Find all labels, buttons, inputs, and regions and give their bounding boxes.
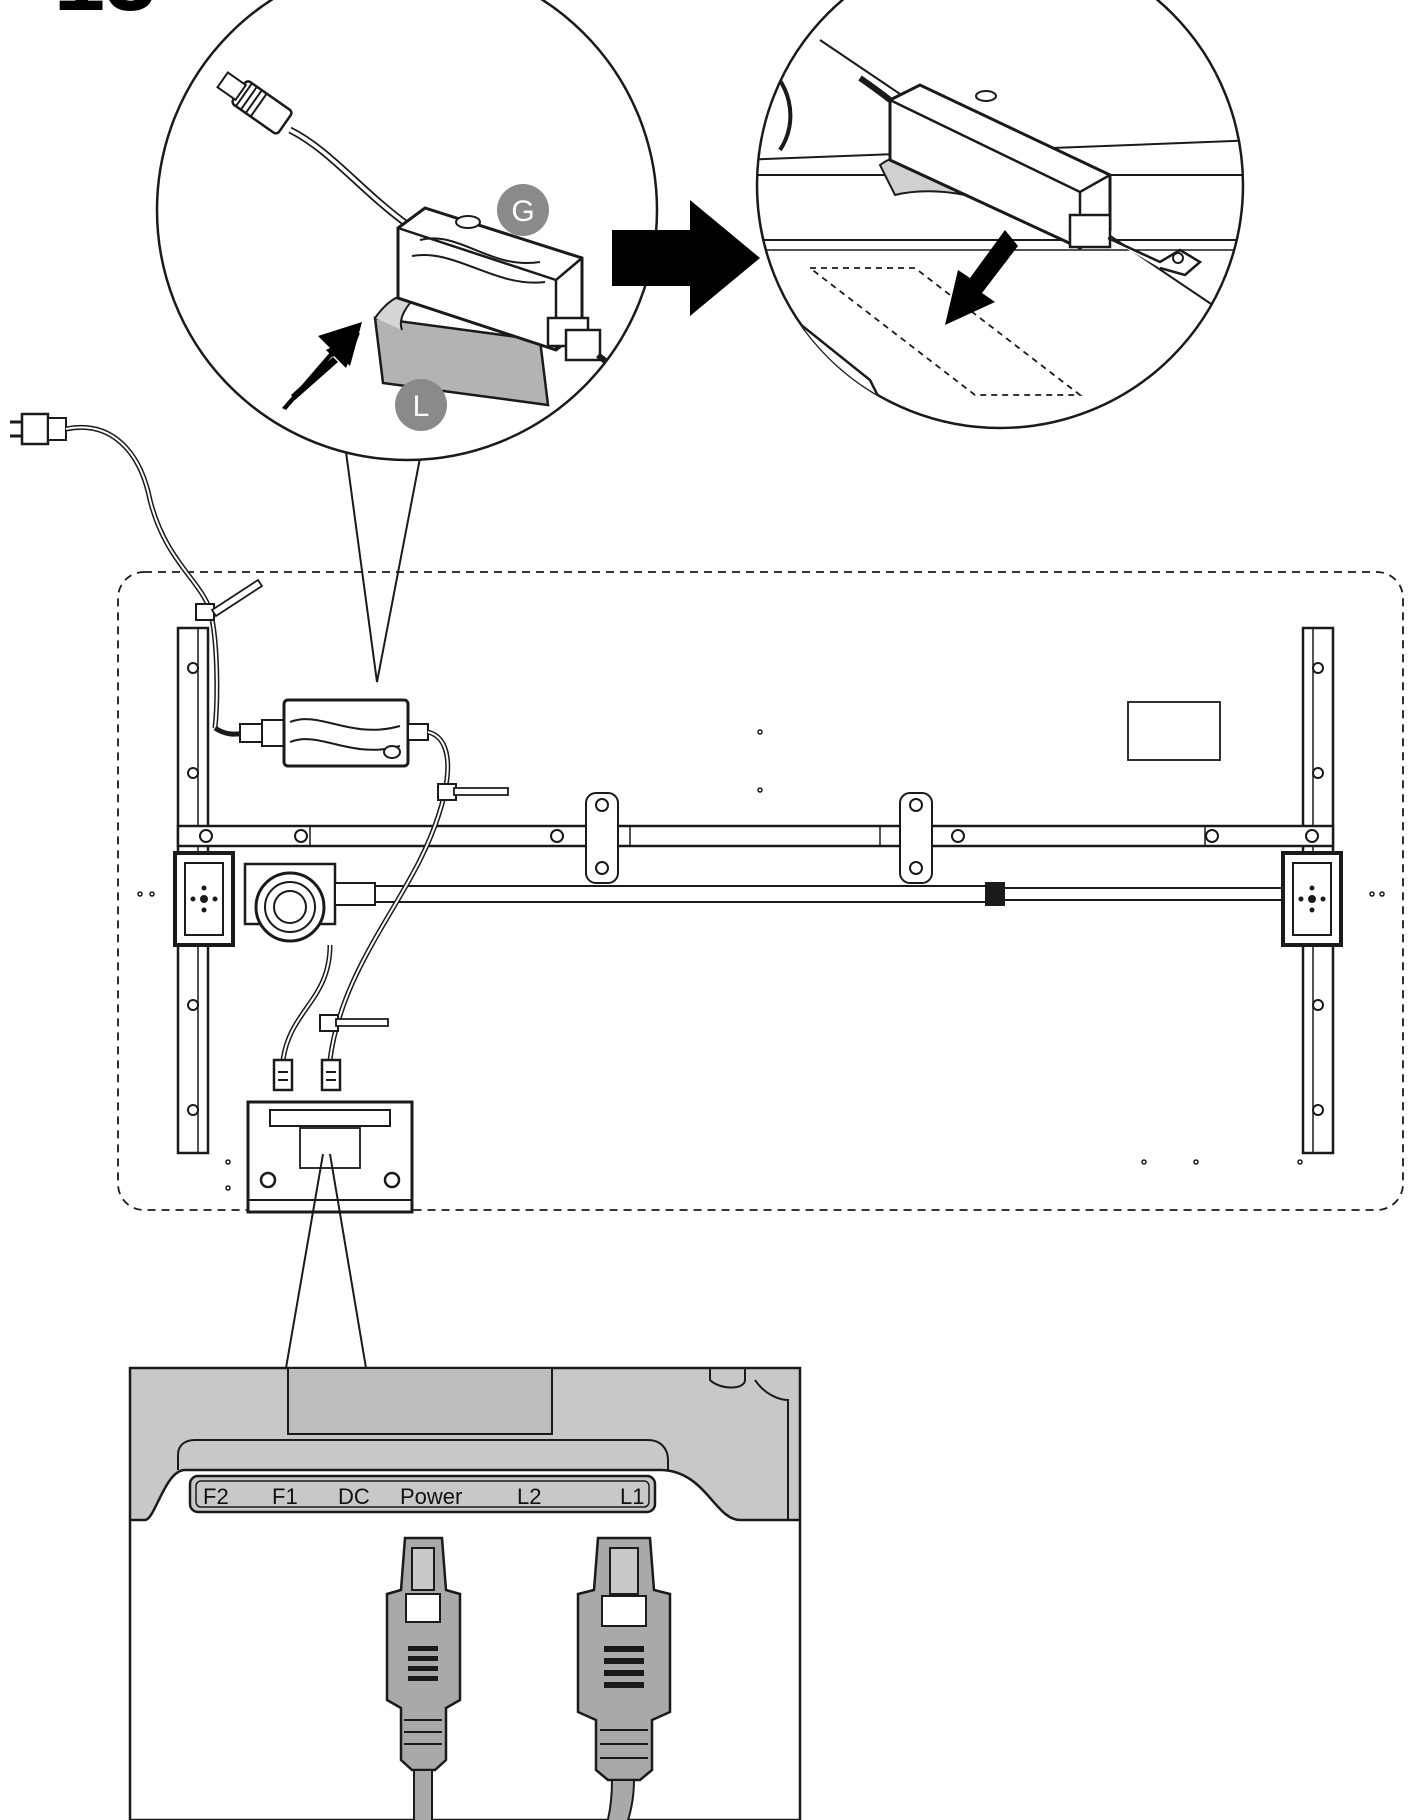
wall-plug-icon: [10, 412, 67, 446]
right-detail-callout: [755, 0, 1245, 430]
target-area-outline: [807, 267, 1083, 396]
right-motor-icon: [1281, 851, 1343, 947]
press-arrow-icon: [945, 230, 1018, 325]
left-motor-icon: [173, 851, 376, 947]
port-label-l2: L2: [517, 1484, 541, 1509]
port-label-f2: F2: [203, 1484, 229, 1509]
sequence-arrow-icon: [612, 200, 760, 316]
step-number: 13: [54, 0, 156, 30]
cable-tie-icon: [195, 578, 264, 621]
zoom-callout-lines: [285, 1153, 367, 1369]
part-g-label: G: [511, 195, 534, 228]
power-adapter-icon: [396, 206, 632, 383]
desk-frame: [10, 412, 1404, 1214]
dc-plug-icon: [216, 71, 293, 135]
tabletop-outline: [117, 571, 1404, 1211]
port-label-l1: L1: [620, 1484, 644, 1509]
port-label-strip: [188, 1474, 657, 1514]
part-g-badge: [497, 184, 549, 236]
control-box-detail: F2 F1 DC Power L2 L1: [128, 1366, 802, 1820]
left-detail-callout: G L: [155, 0, 659, 683]
power-adapter-mounted-icon: [282, 698, 429, 768]
part-l-label: L: [413, 390, 430, 423]
port-label-power: Power: [400, 1484, 462, 1509]
part-l-badge: [395, 379, 447, 431]
power-connector-icon: [385, 1536, 462, 1820]
motor-connector-icon: [576, 1536, 672, 1820]
port-label-dc: DC: [338, 1484, 370, 1509]
attach-arrow-icon: [282, 322, 362, 410]
port-label-f1: F1: [272, 1484, 298, 1509]
